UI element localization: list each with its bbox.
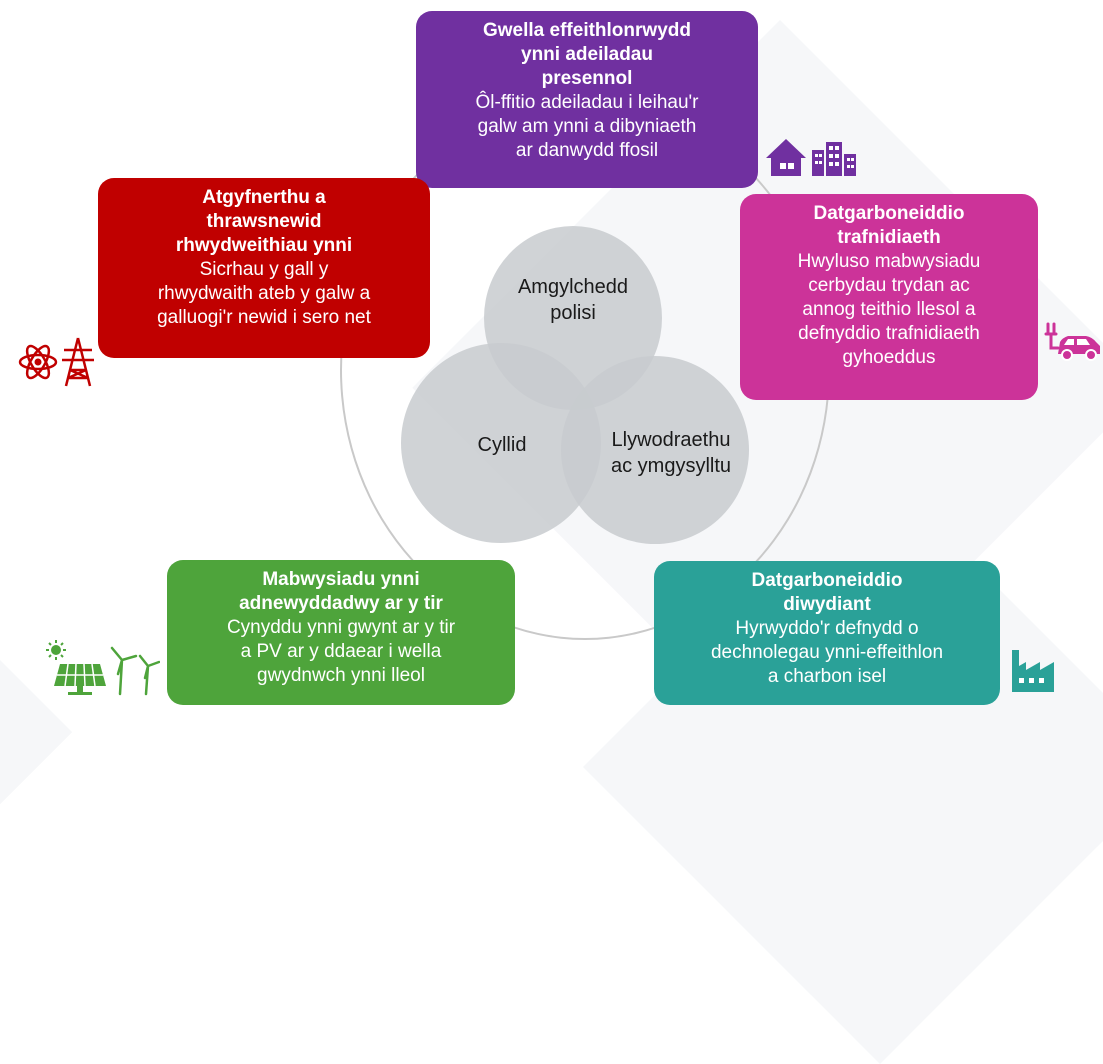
venn-label-line: Llywodraethu xyxy=(611,429,731,451)
box-title: adnewyddadwy ar y tir xyxy=(239,593,443,614)
box-body: ar danwydd ffosil xyxy=(515,140,659,161)
electric-car-icon xyxy=(1044,322,1100,361)
atom-and-pylon-icon xyxy=(18,337,94,387)
box-body: Hwyluso mabwysiadu xyxy=(797,251,981,272)
box-title: presennol xyxy=(541,68,633,89)
box-body: defnyddio trafnidiaeth xyxy=(798,323,980,344)
box-title: trafnidiaeth xyxy=(837,227,941,248)
venn-circle-governance xyxy=(561,356,749,544)
box-energy-networks: Atgyfnerthu a thrawsnewid rhwydweithiau … xyxy=(98,178,430,358)
house-and-buildings-icon xyxy=(766,139,856,176)
box-industry: Datgarboneiddio diwydiant Hyrwyddo'r def… xyxy=(654,561,1000,705)
box-title: Datgarboneiddio xyxy=(813,203,965,224)
box-title: Atgyfnerthu a xyxy=(202,187,326,208)
box-title: diwydiant xyxy=(783,594,871,615)
box-title: rhwydweithiau ynni xyxy=(175,235,353,256)
venn-label-governance: Llywodraethu ac ymgysylltu xyxy=(596,427,746,479)
venn-label-policy: Amgylchedd polisi xyxy=(500,274,646,326)
box-body: galluogi'r newid i sero net xyxy=(157,307,371,328)
solar-and-wind-icon xyxy=(46,640,160,696)
box-building-efficiency: Gwella effeithlonrwydd ynni adeiladau pr… xyxy=(416,11,758,188)
box-body: Ôl-ffitio adeiladau i leihau'r xyxy=(475,92,699,113)
factory-icon xyxy=(1012,650,1054,692)
box-body: rhwydwaith ateb y galw a xyxy=(157,283,371,304)
box-title: ynni adeiladau xyxy=(521,44,653,65)
box-body: a charbon isel xyxy=(767,666,887,687)
box-transport: Datgarboneiddio trafnidiaeth Hwyluso mab… xyxy=(740,194,1038,400)
box-body: a PV ar y ddaear i wella xyxy=(240,641,442,662)
box-body: Sicrhau y gall y xyxy=(199,259,329,280)
box-title: thrawsnewid xyxy=(206,211,322,232)
box-body: galw am ynni a dibyniaeth xyxy=(477,116,697,137)
box-title: Datgarboneiddio xyxy=(751,570,903,591)
box-title: Mabwysiadu ynni xyxy=(262,569,420,590)
venn-label-line: Cyllid xyxy=(477,434,527,456)
venn-label-finance: Cyllid xyxy=(452,432,552,458)
venn-label-line: polisi xyxy=(550,302,596,324)
background-shape xyxy=(0,520,73,945)
venn-label-line: Amgylchedd xyxy=(517,276,629,298)
box-renewables: Mabwysiadu ynni adnewyddadwy ar y tir Cy… xyxy=(167,560,515,705)
box-body: Cynyddu ynni gwynt ar y tir xyxy=(226,617,456,638)
box-body: cerbydau trydan ac xyxy=(808,275,970,296)
box-body: annog teithio llesol a xyxy=(802,299,976,320)
box-body: Hyrwyddo'r defnydd o xyxy=(735,618,919,639)
box-body: gyhoeddus xyxy=(842,347,936,368)
box-title: Gwella effeithlonrwydd xyxy=(483,20,691,41)
box-body: dechnolegau ynni-effeithlon xyxy=(710,642,944,663)
venn-label-line: ac ymgysylltu xyxy=(610,455,732,477)
box-body: gwydnwch ynni lleol xyxy=(257,665,425,686)
